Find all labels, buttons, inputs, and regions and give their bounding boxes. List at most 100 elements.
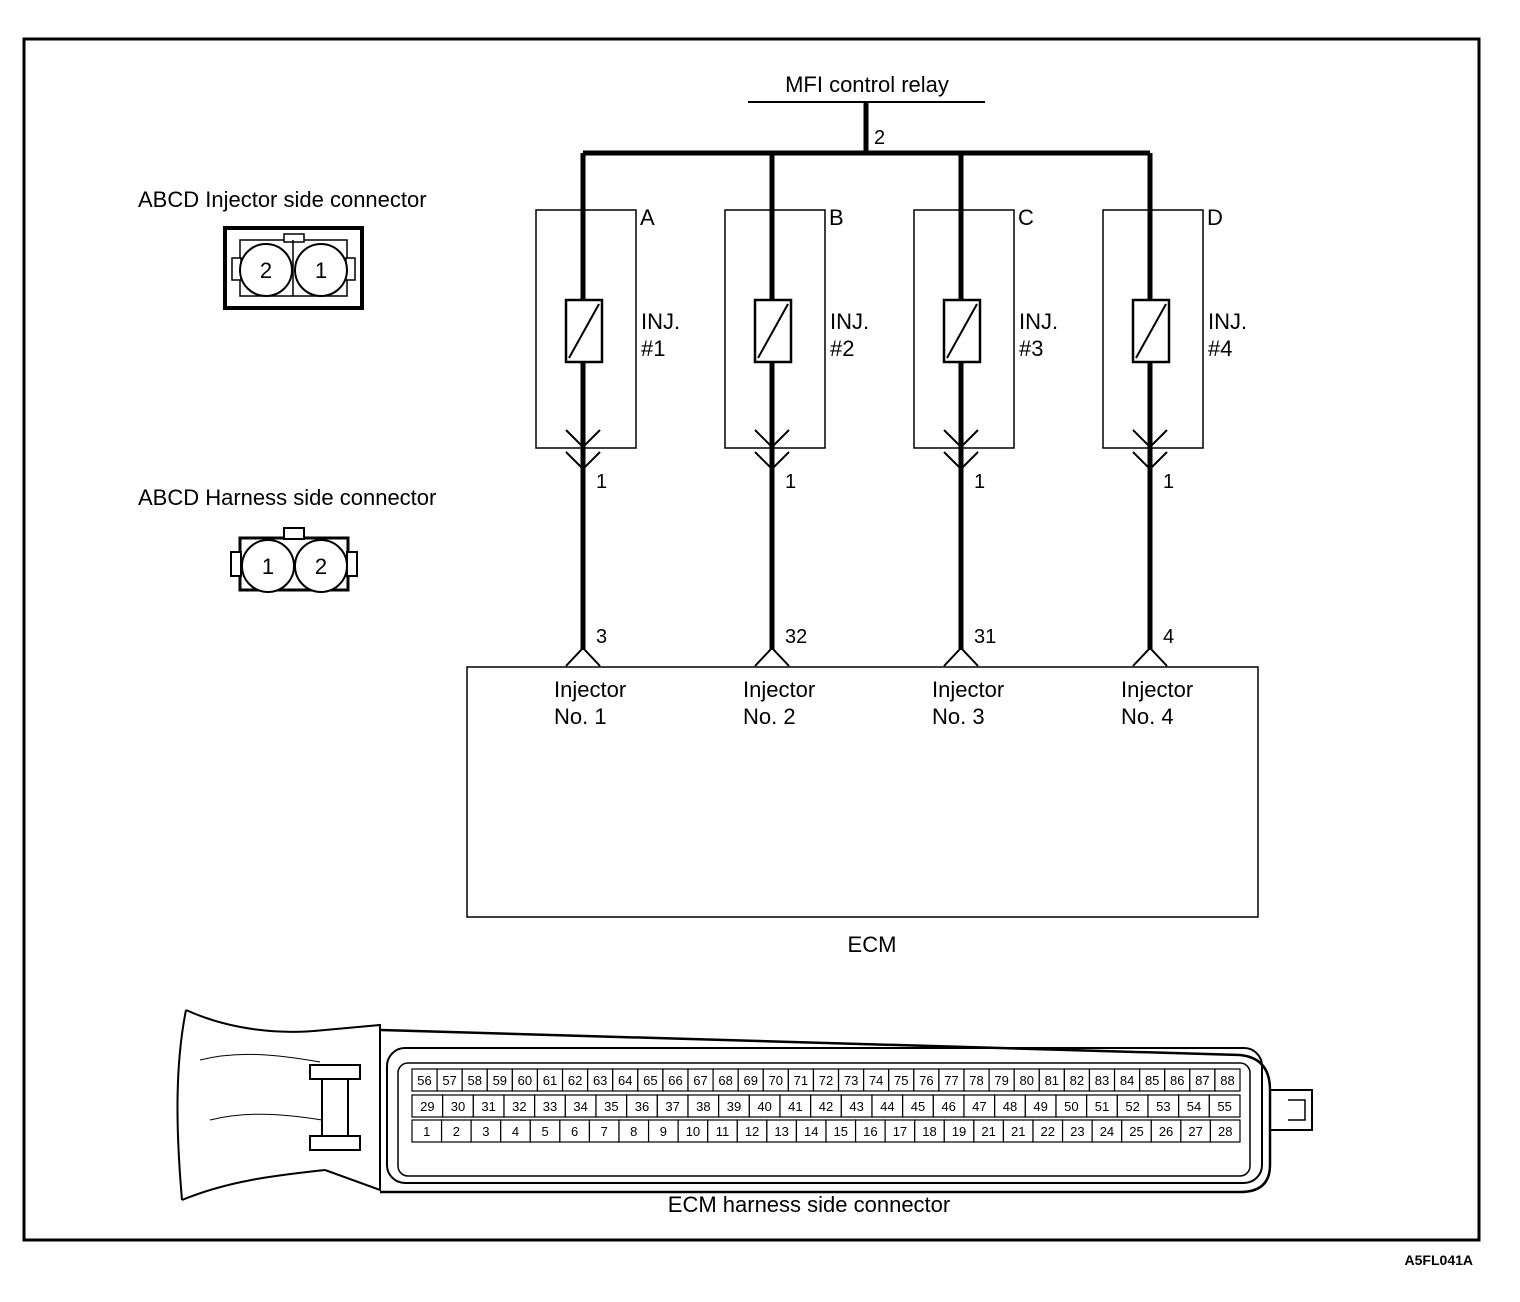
ecm-pin-9: 9 xyxy=(647,1119,679,1143)
injector-letter: A xyxy=(640,205,655,230)
svg-text:22: 22 xyxy=(1041,1124,1055,1139)
svg-text:26: 26 xyxy=(1159,1124,1173,1139)
connector-chevron xyxy=(565,429,601,449)
harness-side-connector-title: ABCD Harness side connector xyxy=(138,485,436,510)
ecm-pin-68: 68 xyxy=(712,1068,739,1092)
injector-number: #2 xyxy=(830,336,854,361)
svg-text:68: 68 xyxy=(718,1073,732,1088)
svg-text:44: 44 xyxy=(880,1099,894,1114)
injector-letter: C xyxy=(1018,205,1034,230)
ecm-pin-57: 57 xyxy=(436,1068,463,1092)
injector-number: #4 xyxy=(1208,336,1232,361)
ecm-pin-51: 51 xyxy=(1086,1094,1118,1118)
ecm-pin-7: 7 xyxy=(588,1119,620,1143)
ecm-injector-label: Injector xyxy=(554,677,626,702)
svg-text:42: 42 xyxy=(819,1099,833,1114)
ecm-pin-87: 87 xyxy=(1189,1068,1216,1092)
svg-text:81: 81 xyxy=(1045,1073,1059,1088)
ecm-pin-64: 64 xyxy=(612,1068,639,1092)
svg-text:54: 54 xyxy=(1187,1099,1201,1114)
ecm-pin-73: 73 xyxy=(837,1068,865,1092)
connector-chevron xyxy=(1132,429,1168,449)
injector-side-connector-title: ABCD Injector side connector xyxy=(138,187,427,212)
ecm-pin-43: 43 xyxy=(840,1094,873,1118)
svg-text:9: 9 xyxy=(660,1124,667,1139)
ecm-pin-number: 31 xyxy=(974,626,996,648)
svg-text:32: 32 xyxy=(512,1099,526,1114)
ecm-pin-67: 67 xyxy=(687,1068,714,1092)
ecm-pin-32: 32 xyxy=(503,1094,536,1118)
ecm-pin-72: 72 xyxy=(812,1068,840,1092)
svg-text:17: 17 xyxy=(893,1124,907,1139)
svg-text:50: 50 xyxy=(1064,1099,1078,1114)
ecm-pin-25: 25 xyxy=(1121,1119,1152,1143)
ecm-box xyxy=(466,666,1259,918)
svg-text:85: 85 xyxy=(1145,1073,1159,1088)
ecm-connector-title: ECM harness side connector xyxy=(668,1192,950,1217)
svg-text:30: 30 xyxy=(451,1099,465,1114)
svg-text:73: 73 xyxy=(844,1073,858,1088)
ecm-injector-number-label: No. 3 xyxy=(932,704,985,729)
ecm-pin-75: 75 xyxy=(888,1068,915,1092)
svg-text:5: 5 xyxy=(541,1124,548,1139)
ecm-pin-36: 36 xyxy=(626,1094,658,1118)
injector-name: INJ. xyxy=(641,309,680,334)
svg-text:24: 24 xyxy=(1100,1124,1114,1139)
ecm-pin-number: 32 xyxy=(785,626,807,648)
svg-text:6: 6 xyxy=(571,1124,578,1139)
svg-text:60: 60 xyxy=(518,1073,532,1088)
ecm-pin-11: 11 xyxy=(707,1119,738,1143)
ecm-pin-84: 84 xyxy=(1113,1068,1141,1092)
ecm-pin-40: 40 xyxy=(748,1094,781,1118)
svg-text:43: 43 xyxy=(849,1099,863,1114)
svg-text:65: 65 xyxy=(643,1073,657,1088)
ecm-pin-71: 71 xyxy=(787,1068,815,1092)
harness-wrap xyxy=(176,1009,187,1201)
ecm-pin-82: 82 xyxy=(1063,1068,1091,1092)
ecm-pin-50: 50 xyxy=(1055,1094,1088,1118)
ecm-pin-21: 21 xyxy=(973,1119,1005,1143)
ecm-pin-78: 78 xyxy=(963,1068,990,1092)
svg-text:58: 58 xyxy=(467,1073,481,1088)
injector-housing xyxy=(1102,209,1204,449)
ecm-pin-80: 80 xyxy=(1013,1068,1040,1092)
svg-text:87: 87 xyxy=(1195,1073,1209,1088)
ecm-label: ECM xyxy=(848,932,897,957)
injector-side-pin-1: 1 xyxy=(315,258,327,283)
injector-side-connector: ABCD Injector side connector 2 1 xyxy=(138,187,427,310)
ecm-pin-27: 27 xyxy=(1180,1119,1212,1143)
ecm-pin-83: 83 xyxy=(1088,1068,1116,1092)
diagram-frame xyxy=(22,37,1481,1242)
svg-text:38: 38 xyxy=(696,1099,710,1114)
ecm-pin-88: 88 xyxy=(1214,1068,1241,1092)
svg-text:25: 25 xyxy=(1129,1124,1143,1139)
injector-side-pin-2: 2 xyxy=(260,258,272,283)
svg-text:21: 21 xyxy=(1011,1124,1025,1139)
svg-text:11: 11 xyxy=(716,1124,730,1139)
svg-text:33: 33 xyxy=(543,1099,557,1114)
svg-text:2: 2 xyxy=(453,1124,460,1139)
injector-connector-pin: 1 xyxy=(1163,471,1174,493)
svg-text:13: 13 xyxy=(774,1124,788,1139)
ecm-pin-14: 14 xyxy=(795,1119,827,1143)
injector-connector-pin: 1 xyxy=(785,471,796,493)
ecm-pin-77: 77 xyxy=(938,1068,965,1092)
ecm-pin-81: 81 xyxy=(1038,1068,1065,1092)
injector-housing xyxy=(913,209,1015,449)
ecm-pin-54: 54 xyxy=(1178,1094,1210,1118)
svg-text:63: 63 xyxy=(593,1073,607,1088)
injector-connector-pin: 1 xyxy=(974,471,985,493)
svg-text:40: 40 xyxy=(757,1099,771,1114)
ecm-injector-label: Injector xyxy=(1121,677,1193,702)
svg-text:16: 16 xyxy=(863,1124,877,1139)
svg-text:7: 7 xyxy=(601,1124,608,1139)
ecm-entry-chevron xyxy=(754,646,790,667)
svg-text:72: 72 xyxy=(819,1073,833,1088)
svg-text:35: 35 xyxy=(604,1099,618,1114)
